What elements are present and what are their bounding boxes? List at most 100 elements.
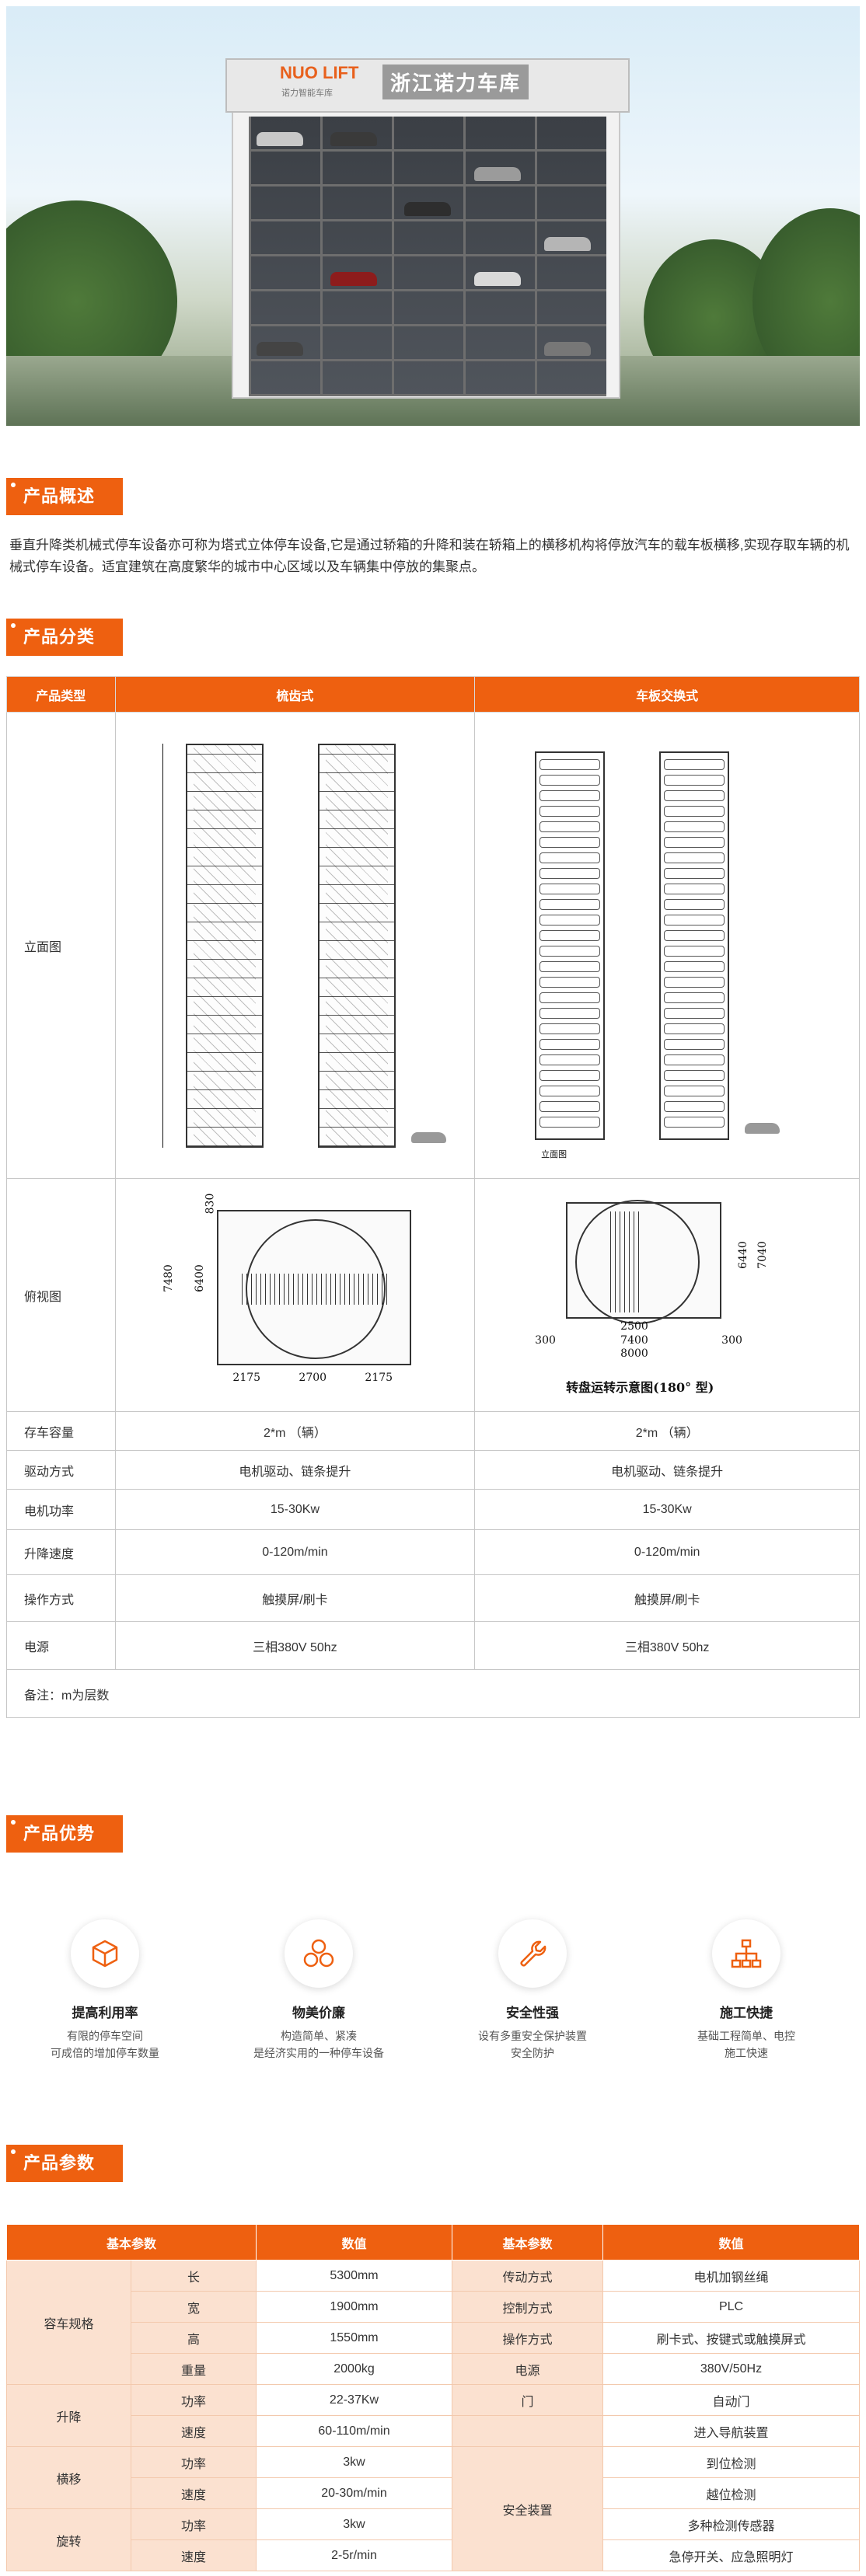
parking-tower: NUO LIFT 诺力智能车库 浙江诺力车库 xyxy=(225,58,630,399)
advantage-card: 物美价廉 构造简单、紧凑 是经济实用的一种停车设备 xyxy=(229,1919,408,2062)
elevation-comb-drawing xyxy=(131,728,458,1163)
param-value: 20-30m/min xyxy=(256,2477,452,2509)
param-group: 升降 xyxy=(6,2384,131,2447)
cell-value: 2*m （辆） xyxy=(114,1411,476,1451)
parking-slot xyxy=(664,929,725,941)
parking-slot xyxy=(664,1054,725,1065)
parking-slot xyxy=(540,836,601,848)
advantage-desc: 是经济实用的一种停车设备 xyxy=(253,2047,384,2059)
param-value: 多种检测传感器 xyxy=(602,2508,860,2540)
car xyxy=(544,342,591,356)
cell-value: 15-30Kw xyxy=(114,1489,476,1530)
parking-slot xyxy=(664,960,725,972)
dim-label: 6400 xyxy=(194,1264,207,1292)
parking-slot xyxy=(540,867,601,879)
car xyxy=(257,132,303,146)
plan-comb-drawing: 7480 6400 830 2175 2700 2175 xyxy=(131,1187,458,1404)
parking-slot xyxy=(664,836,725,848)
plan-outline xyxy=(217,1209,412,1365)
parking-slot xyxy=(664,821,725,832)
parameter-table: 基本参数 数值 基本参数 数值 容车规格 长 5300mm 传动方式 电机加钢丝… xyxy=(6,2224,860,2571)
elevation-label: 立面图 xyxy=(541,1149,567,1159)
plan-comb: 7480 6400 830 2175 2700 2175 xyxy=(114,1178,476,1412)
param-value: 到位检测 xyxy=(602,2446,860,2478)
plan-exchange: 6440 7040 2500 7400 8000 300 300 转盘运转示意图… xyxy=(474,1178,860,1412)
cell-value: 0-120m/min xyxy=(474,1529,860,1575)
hero-image: NUO LIFT 诺力智能车库 浙江诺力车库 xyxy=(6,6,860,426)
box-icon xyxy=(92,1940,118,1968)
param-value: 电机加钢丝绳 xyxy=(602,2260,860,2292)
header-cell: 基本参数 xyxy=(452,2224,603,2261)
dimension-line xyxy=(162,743,164,1148)
parking-slot xyxy=(540,1007,601,1019)
advantage-title: 施工快捷 xyxy=(720,2006,773,2020)
header-exchange: 车板交换式 xyxy=(474,676,860,713)
param-value: 2000kg xyxy=(256,2353,452,2385)
param-value: 刷卡式、按键式或触摸屏式 xyxy=(602,2322,860,2354)
parking-slot xyxy=(664,898,725,910)
cell-value: 电机驱动、链条提升 xyxy=(474,1450,860,1490)
car xyxy=(330,132,377,146)
parking-slot xyxy=(664,852,725,863)
dim-label: 6440 xyxy=(736,1240,749,1269)
parking-slot xyxy=(540,898,601,910)
car xyxy=(330,272,377,286)
advantage-desc: 设有多重安全保护装置 xyxy=(478,2030,587,2042)
param-value: 进入导航装置 xyxy=(602,2415,860,2447)
param-value: 3kw xyxy=(256,2508,452,2540)
param-value: 380V/50Hz xyxy=(602,2353,860,2385)
parking-slot xyxy=(540,758,601,770)
plan-exchange-drawing: 6440 7040 2500 7400 8000 300 300 转盘运转示意图… xyxy=(504,1187,830,1404)
param-value: 3kw xyxy=(256,2446,452,2478)
tower-outline xyxy=(318,743,396,1148)
advantage-title: 物美价廉 xyxy=(292,2006,345,2020)
param-value: PLC xyxy=(602,2291,860,2323)
param-value: 1900mm xyxy=(256,2291,452,2323)
header-cell: 数值 xyxy=(602,2224,860,2261)
parking-slot xyxy=(540,883,601,894)
parking-slot xyxy=(664,790,725,801)
car-sketch xyxy=(745,1122,780,1134)
table-row: 速度 20-30m/min 越位检测 xyxy=(7,2477,860,2509)
row-label: 操作方式 xyxy=(6,1574,116,1622)
parking-slot xyxy=(540,1038,601,1050)
param-name: 宽 xyxy=(131,2291,257,2323)
table-row: 旋转 功率 3kw 多种检测传感器 xyxy=(6,2508,860,2571)
row-label: 俯视图 xyxy=(6,1178,116,1412)
advantage-icon-wrap xyxy=(712,1919,780,1988)
param-name: 功率 xyxy=(131,2446,257,2478)
advantage-desc: 有限的停车空间 xyxy=(67,2030,143,2042)
dim-label: 300 xyxy=(535,1333,556,1347)
advantage-desc: 施工快速 xyxy=(725,2047,768,2059)
table-row: 速度 2-5r/min 急停开关、应急照明灯 xyxy=(7,2539,860,2571)
parking-slot xyxy=(540,821,601,832)
param-name: 控制方式 xyxy=(452,2291,603,2323)
dim-label: 830 xyxy=(204,1193,217,1214)
parking-slot xyxy=(540,1100,601,1112)
parking-slot xyxy=(540,914,601,925)
parking-slot xyxy=(540,960,601,972)
cell-value: 2*m （辆） xyxy=(474,1411,860,1451)
dim-label: 7040 xyxy=(756,1240,769,1269)
table-row: 备注：m为层数 xyxy=(6,1669,860,1718)
param-name: 功率 xyxy=(131,2508,257,2540)
slot-column xyxy=(659,751,730,1140)
param-group: 横移 xyxy=(6,2446,131,2509)
parking-slot xyxy=(540,1069,601,1081)
dim-label: 2175 xyxy=(232,1371,261,1384)
row-label: 电机功率 xyxy=(6,1489,116,1530)
plan-outline xyxy=(566,1199,722,1324)
table-row: 容车规格 长 5300mm 传动方式 电机加钢丝绳 xyxy=(6,2260,860,2385)
parking-slot xyxy=(664,805,725,817)
parking-slot xyxy=(664,758,725,770)
advantage-desc: 可成倍的增加停车数量 xyxy=(51,2047,159,2059)
table-row: 升降 功率 22-37Kw 门 自动门 xyxy=(6,2384,860,2447)
dim-label: 7480 xyxy=(162,1264,176,1292)
table-row: 存车容量 2*m （辆） 2*m （辆） xyxy=(6,1411,860,1451)
parking-slot xyxy=(664,976,725,988)
param-value: 自动门 xyxy=(602,2384,860,2416)
section-title-parameters: 产品参数 xyxy=(6,2145,123,2182)
row-label: 升降速度 xyxy=(6,1529,116,1575)
param-name: 门 xyxy=(452,2384,603,2416)
parking-slot xyxy=(664,1038,725,1050)
